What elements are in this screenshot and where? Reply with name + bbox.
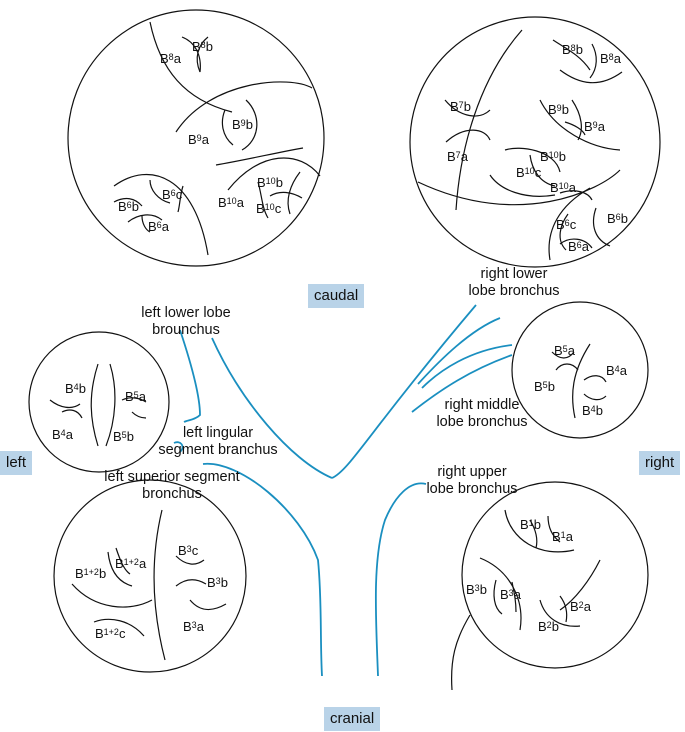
label-line: left lingular <box>182 425 254 441</box>
segment-label-left-upper: B3c <box>178 543 199 558</box>
segment-label-left-upper: B3a <box>183 619 204 634</box>
label-line: right middle <box>444 397 520 413</box>
direction-caudal: caudal <box>308 284 365 308</box>
left-lingular-hook <box>173 441 184 453</box>
segment-label-right-lower: B9b <box>548 102 569 117</box>
right-middle-bronchus <box>421 344 513 389</box>
segment-label-left-lingular: B5a <box>125 389 146 404</box>
right-lower-branch <box>417 317 501 385</box>
right-upper-bronchus <box>374 482 427 677</box>
segment-label-right-lower: B10b <box>540 149 566 164</box>
segment-label-left-lower: B8a <box>160 51 181 66</box>
label-left-lower-lobe: left lower lobe brounchus <box>124 305 248 339</box>
label-line: lobe bronchus <box>436 414 528 430</box>
lingular-arcs <box>49 363 147 447</box>
direction-cranial: cranial <box>324 707 381 731</box>
segment-label-left-lower: B9b <box>232 117 253 132</box>
segment-label-right-middle: B5b <box>534 379 555 394</box>
segment-label-left-lower: B6a <box>148 219 169 234</box>
segment-label-right-upper: B2a <box>570 599 591 614</box>
segment-label-right-lower: B9a <box>584 119 605 134</box>
segment-label-right-lower: B8a <box>600 51 621 66</box>
label-line: right lower <box>480 266 548 282</box>
segment-label-right-lower: B7a <box>447 149 468 164</box>
segment-label-left-lower: B10b <box>257 175 283 190</box>
left-superior-bronchus <box>202 463 323 677</box>
right-upper-arcs <box>450 509 601 691</box>
direction-right: right <box>639 451 681 475</box>
segment-label-right-upper: B1a <box>552 529 573 544</box>
trachea-right-wall <box>331 304 477 479</box>
label-left-superior: left superior segment bronchus <box>100 469 244 503</box>
segment-label-left-lower: B10c <box>256 201 282 216</box>
segment-label-right-upper: B2b <box>538 619 559 634</box>
right-middle-circle <box>511 301 649 439</box>
segment-label-left-lower: B6c <box>162 187 183 202</box>
segment-label-right-lower: B6a <box>568 239 589 254</box>
segment-label-left-upper: B1+2c <box>95 626 126 641</box>
segment-label-left-upper: B3b <box>207 575 228 590</box>
right-lower-arcs <box>417 29 623 261</box>
left-lingular-bronchus <box>179 329 201 423</box>
label-line: lobe bronchus <box>468 283 560 299</box>
segment-label-left-lower: B6b <box>118 199 139 214</box>
label-line: left lower lobe <box>141 305 231 321</box>
segment-label-left-lower: B10a <box>218 195 244 210</box>
label-right-upper-lobe: right upper lobe bronchus <box>424 464 520 498</box>
label-line: left superior segment <box>104 469 240 485</box>
label-line: segment branchus <box>158 442 278 458</box>
segment-label-left-upper: B1+2a <box>115 556 147 571</box>
segment-label-right-middle: B5a <box>554 343 575 358</box>
segment-label-right-upper: B3a <box>500 587 521 602</box>
label-line: bronchus <box>142 486 202 502</box>
segment-label-right-upper: B1b <box>520 517 541 532</box>
segment-label-left-lingular: B5b <box>113 429 134 444</box>
left-upper-arcs <box>71 509 227 661</box>
left-lingular-circle <box>28 331 170 473</box>
segment-label-right-lower: B6c <box>556 217 577 232</box>
label-line: right upper <box>437 464 507 480</box>
left-upper-lobe-circle <box>53 479 247 673</box>
label-right-lower-lobe: right lower lobe bronchus <box>460 266 568 300</box>
trachea-left-wall <box>211 337 333 479</box>
segment-label-left-lingular: B4a <box>52 427 73 442</box>
segment-label-left-lower: B8b <box>192 39 213 54</box>
segment-label-left-upper: B1+2b <box>75 566 107 581</box>
segment-label-right-lower: B6b <box>607 211 628 226</box>
segment-label-right-middle: B4a <box>606 363 627 378</box>
label-line: lobe bronchus <box>426 481 518 497</box>
segment-label-left-lingular: B4b <box>65 381 86 396</box>
segment-label-right-lower: B10c <box>516 165 542 180</box>
label-left-lingular: left lingular segment branchus <box>148 425 288 459</box>
right-middle-bronchus-2 <box>411 354 513 413</box>
label-right-middle-lobe: right middle lobe bronchus <box>432 397 532 431</box>
left-lower-lobe-circle <box>67 9 325 267</box>
bronchus-tree <box>173 304 513 677</box>
label-line: brounchus <box>152 322 220 338</box>
segment-label-right-lower: B7b <box>450 99 471 114</box>
right-lower-lobe-circle <box>409 16 661 268</box>
direction-left: left <box>0 451 33 475</box>
right-upper-lobe-circle <box>461 481 649 669</box>
left-lower-arcs <box>113 21 321 256</box>
segment-label-right-lower: B10a <box>550 180 576 195</box>
segment-label-right-lower: B8b <box>562 42 583 57</box>
segment-label-right-middle: B4b <box>582 403 603 418</box>
segment-label-right-upper: B3b <box>466 582 487 597</box>
right-middle-arcs <box>551 343 607 419</box>
segment-label-left-lower: B9a <box>188 132 209 147</box>
